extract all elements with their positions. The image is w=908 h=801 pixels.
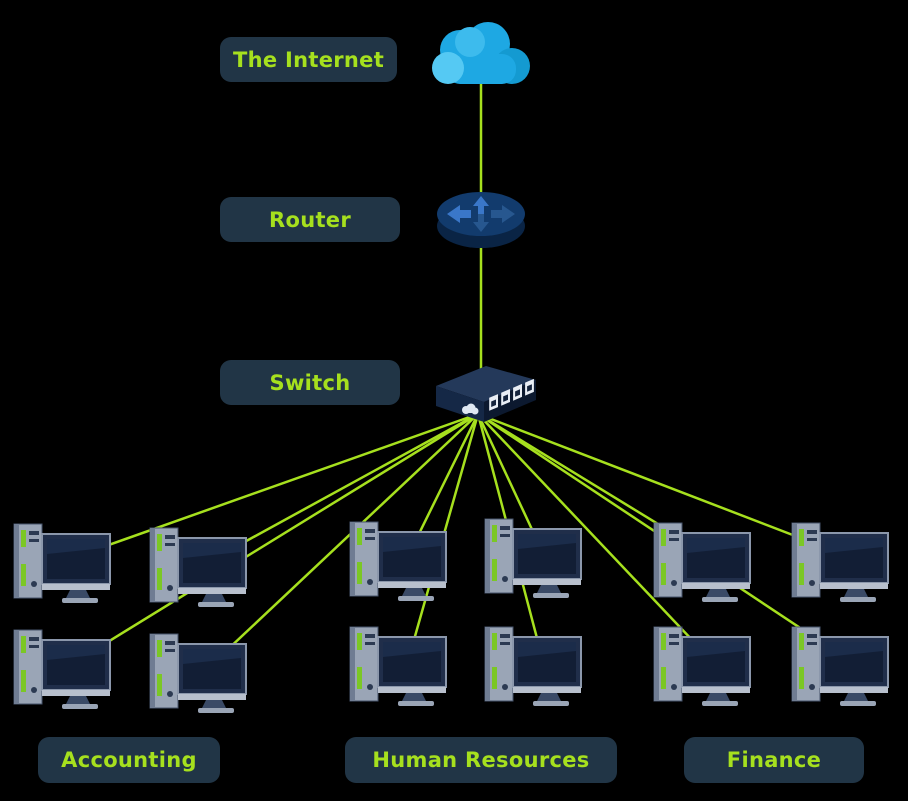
label-group-human-resources: Human Resources [345,737,617,783]
connection-line [476,412,852,559]
label-router: Router [220,197,400,242]
switch-ports [489,378,534,411]
computers [13,518,889,714]
label-group-finance: Finance [684,737,864,783]
connection-line [206,412,480,564]
router-icon [437,192,525,248]
computer-icon [349,626,447,707]
switch-icon [436,366,536,422]
computer-icon [484,626,582,707]
computer-icon [653,626,751,707]
connection-line [476,412,714,663]
computer-icon [13,523,111,604]
computer-icon [149,527,247,608]
computer-icon [349,521,447,602]
label-switch: Switch [220,360,400,405]
computer-icon [791,626,889,707]
computer-icon [13,629,111,710]
connection-line [70,412,480,666]
cloud-icon [432,22,530,84]
computer-icon [791,522,889,603]
label-group-accounting: Accounting [38,737,220,783]
label-internet: The Internet [220,37,397,82]
computer-icon [484,518,582,599]
connection-line [70,412,480,560]
computer-icon [149,633,247,714]
connection-line [206,412,480,670]
switch-logo-cloud-icon [462,403,479,415]
computer-icon [653,522,751,603]
